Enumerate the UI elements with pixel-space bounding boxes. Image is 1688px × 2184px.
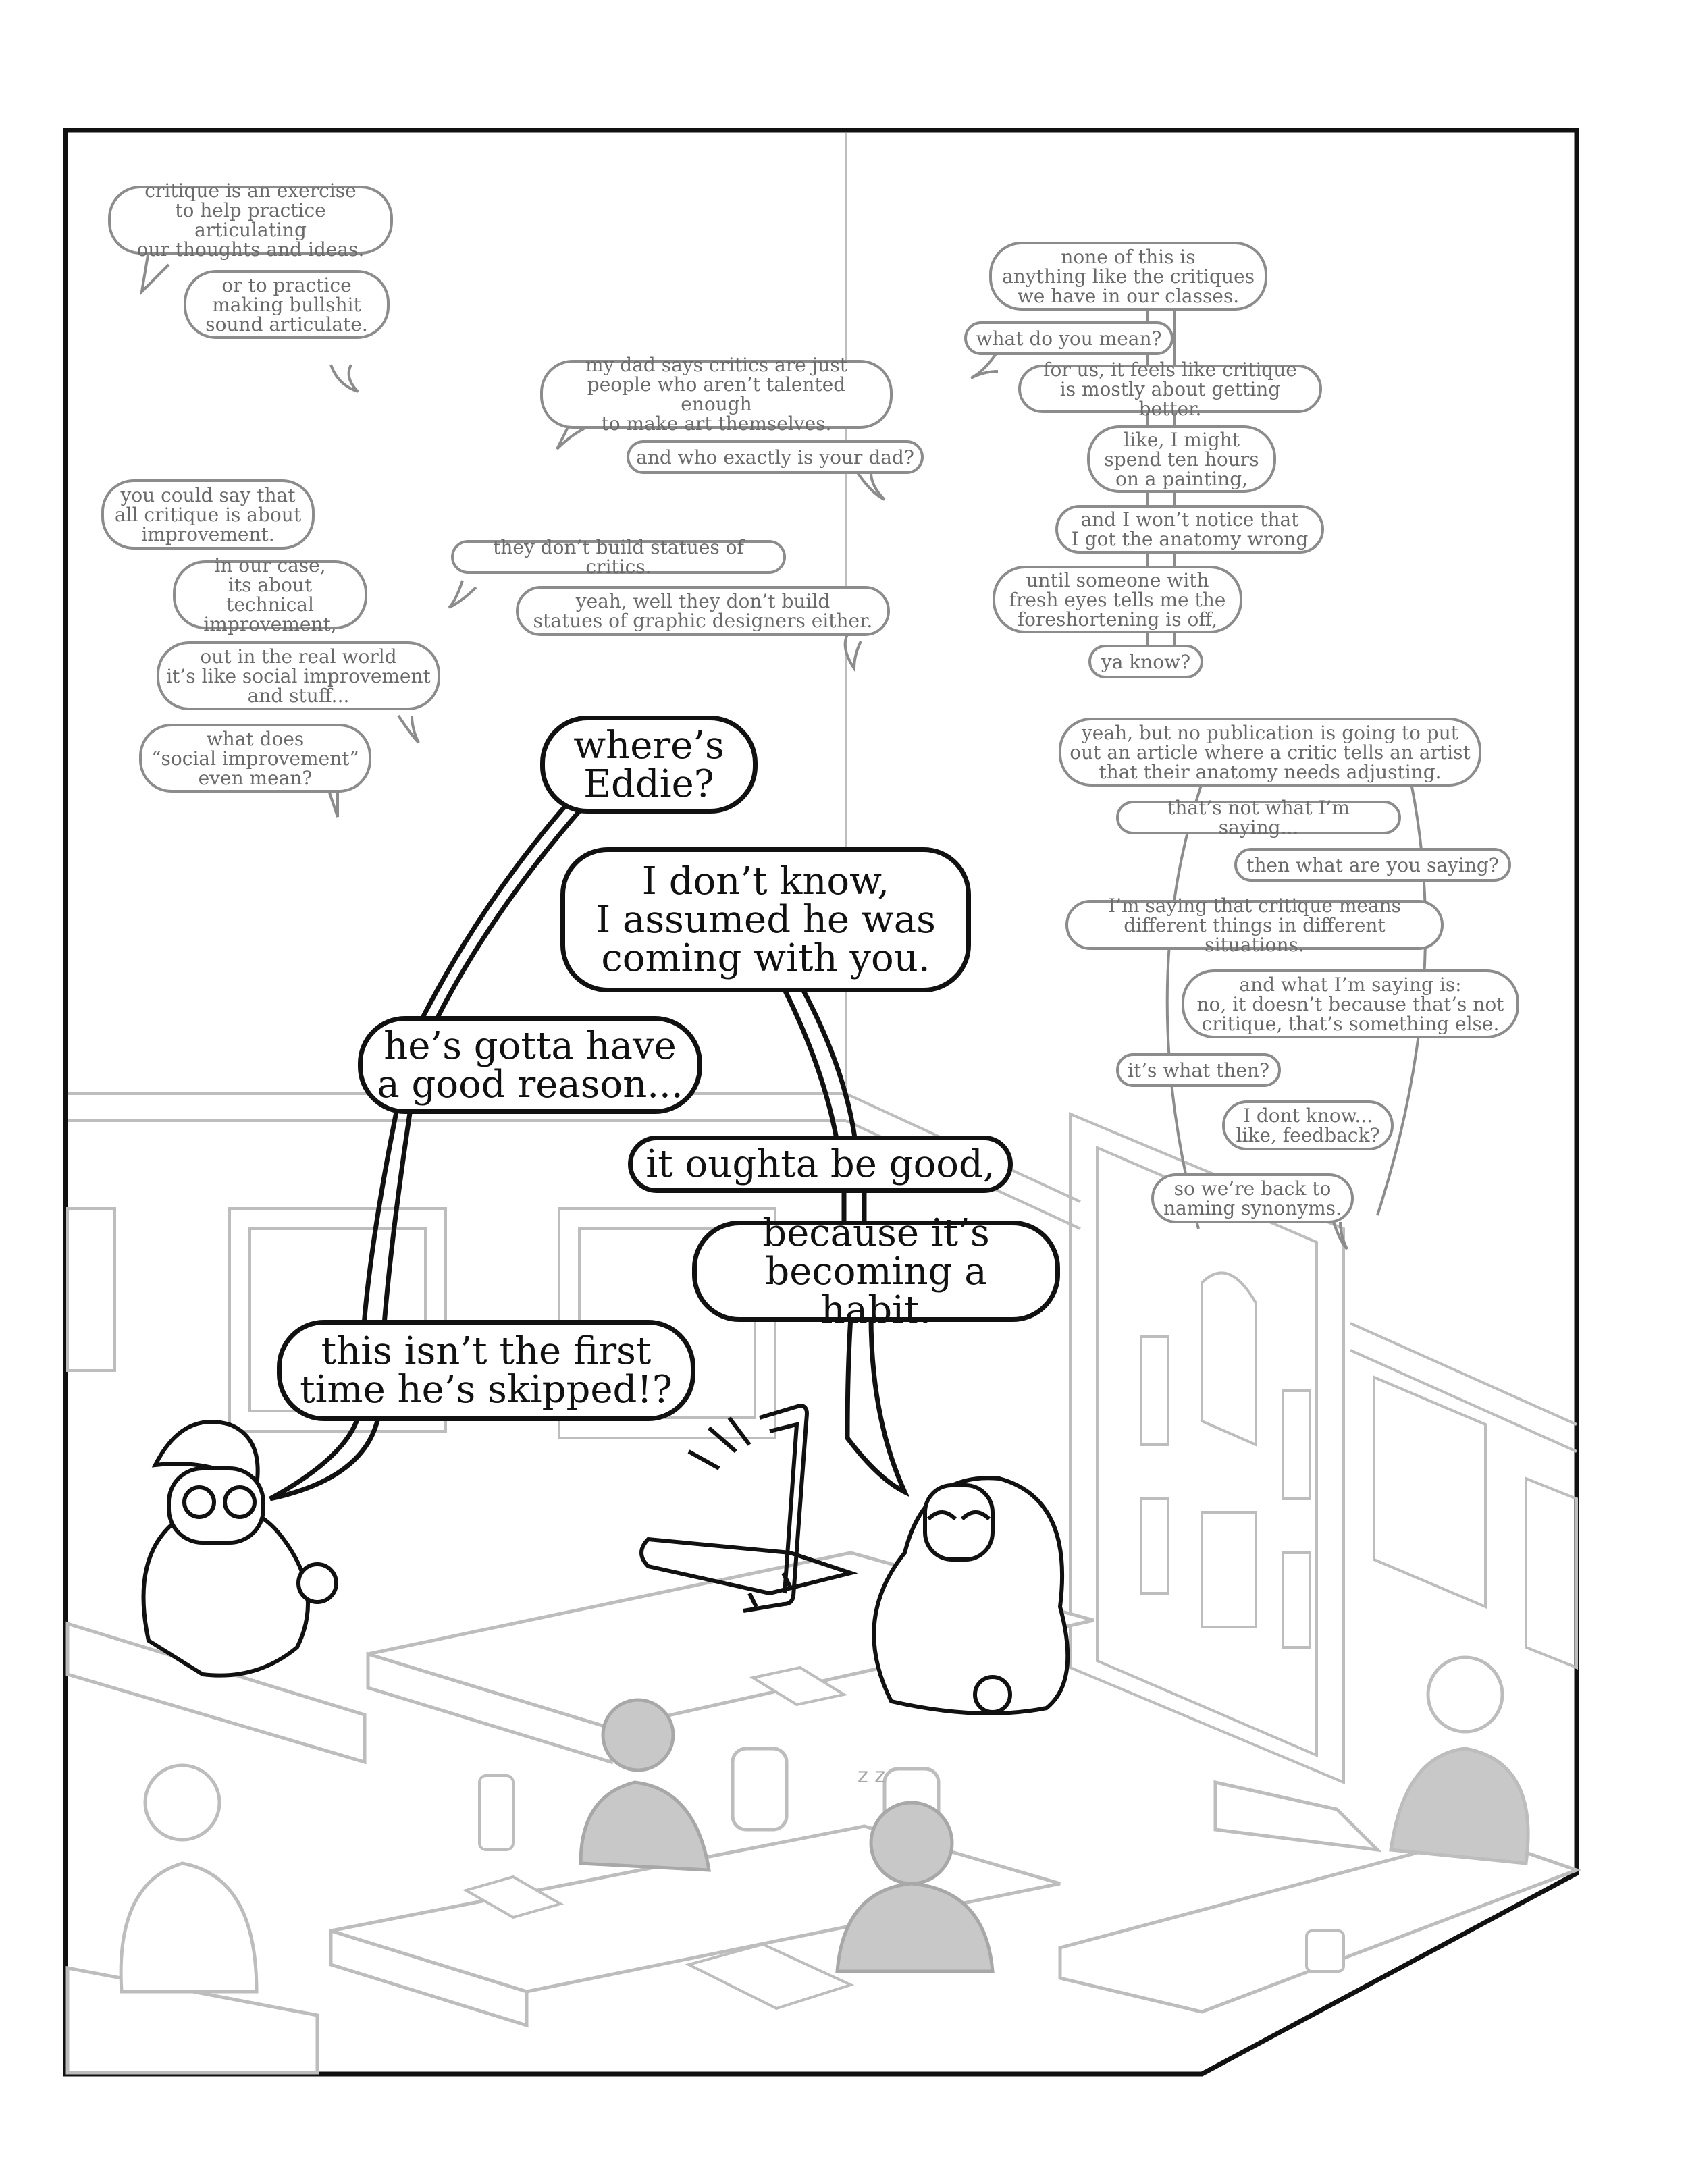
bubble-text: where’s Eddie? [573, 723, 724, 806]
bubble-text: so we’re back to naming synonyms. [1163, 1177, 1342, 1219]
bg-speech-bubble-what-does-social-mean: what does “social improvement” even mean… [139, 724, 371, 793]
bg-speech-bubble-no-publication: yeah, but no publication is going to put… [1059, 718, 1481, 787]
bubble-text: because it’s becoming a habit. [762, 1210, 990, 1332]
speech-bubble-first-time-skipped: this isn’t the first time he’s skipped!? [277, 1320, 695, 1421]
bubble-text: and I won’t notice that I got the anatom… [1071, 508, 1309, 550]
bg-speech-bubble-anatomy-wrong: and I won’t notice that I got the anatom… [1055, 505, 1324, 554]
svg-text:z z: z z [858, 1764, 885, 1788]
bubble-text: it oughta be good, [645, 1142, 995, 1186]
bubble-text: until someone with fresh eyes tells me t… [1009, 568, 1226, 631]
bubble-text: my dad says critics are just people who … [585, 354, 847, 435]
character-sleeping: z z [835, 1764, 995, 1973]
bubble-text: this isn’t the first time he’s skipped!? [300, 1329, 672, 1412]
bg-speech-bubble-who-is-dad: and who exactly is your dad? [627, 440, 924, 474]
tossed-chair [639, 1403, 858, 1613]
speech-bubble-oughta-be-good: it oughta be good, [628, 1136, 1013, 1193]
desk-props [462, 1666, 1345, 2010]
bg-speech-bubble-whats-what-then: it’s what then? [1116, 1053, 1281, 1087]
bg-speech-bubble-ya-know: ya know? [1088, 645, 1203, 678]
bg-speech-bubble-getting-better: for us, it feels like critique is mostly… [1018, 360, 1322, 419]
speech-bubble-good-reason: he’s gotta have a good reason... [358, 1016, 702, 1114]
bg-speech-bubble-all-critique: you could say that all critique is about… [101, 479, 315, 550]
speech-bubble-wheres-eddie: where’s Eddie? [540, 716, 758, 814]
bubble-text: and what I’m saying is: no, it doesn’t b… [1196, 973, 1504, 1035]
bg-speech-bubble-technical-improvement: in our case, its about technical improve… [173, 556, 367, 634]
bg-speech-bubble-statues-designers: yeah, well they don’t build statues of g… [516, 586, 890, 636]
bubble-text: in our case, its about technical improve… [203, 554, 337, 635]
bubble-text: I don’t know, I assumed he was coming wi… [596, 859, 936, 980]
bubble-text: yeah, well they don’t build statues of g… [533, 590, 873, 632]
bubble-text: and who exactly is your dad? [636, 446, 914, 469]
bubble-text: he’s gotta have a good reason... [377, 1023, 683, 1107]
bubble-text: what does “social improvement” even mean… [151, 727, 359, 789]
bg-speech-bubble-feedback: I dont know... like, feedback? [1222, 1100, 1394, 1150]
bubble-text: yeah, but no publication is going to put… [1070, 721, 1471, 783]
bubble-text: you could say that all critique is about… [114, 483, 302, 545]
character-braids [579, 1698, 711, 1872]
bg-speech-bubble-then-what: then what are you saying? [1234, 848, 1511, 882]
bubble-text: for us, it feels like critique is mostly… [1043, 358, 1297, 420]
bg-speech-bubble-dad-critics: my dad says critics are just people who … [540, 355, 893, 433]
bubble-text: none of this is anything like the critiq… [1002, 245, 1255, 307]
character-waving [1213, 1655, 1530, 1865]
bg-speech-bubble-fresh-eyes: until someone with fresh eyes tells me t… [993, 566, 1242, 633]
bubble-text: or to practice making bullshit sound art… [205, 273, 368, 336]
bubble-text: I’m saying that critique means different… [1107, 894, 1402, 956]
bg-speech-bubble-bullshit: or to practice making bullshit sound art… [184, 270, 390, 339]
bubble-text: ya know? [1101, 650, 1191, 673]
bg-speech-bubble-ten-hours: like, I might spend ten hours on a paint… [1087, 425, 1276, 493]
bg-speech-bubble-what-do-you-mean: what do you mean? [964, 321, 1173, 355]
bg-speech-bubble-social-improvement: out in the real world it’s like social i… [157, 641, 440, 710]
bg-speech-bubble-none-like-classes: none of this is anything like the critiq… [989, 242, 1267, 311]
bubble-text: out in the real world it’s like social i… [166, 645, 431, 707]
bubble-text: then what are you saying? [1246, 853, 1499, 876]
foreground-bubble-tails [269, 803, 910, 1501]
bubble-text: it’s what then? [1127, 1059, 1270, 1082]
character-hijab [119, 1763, 259, 1994]
bubble-text: like, I might spend ten hours on a paint… [1104, 428, 1259, 490]
bg-speech-bubble-something-else: and what I’m saying is: no, it doesn’t b… [1182, 969, 1519, 1038]
speech-bubble-i-dont-know: I don’t know, I assumed he was coming wi… [560, 847, 971, 992]
bubble-text: what do you mean? [976, 327, 1162, 350]
bg-speech-bubble-different-things: I’m saying that critique means different… [1065, 896, 1444, 955]
bubble-text: that’s not what I’m saying... [1167, 797, 1350, 838]
bg-speech-bubble-synonyms: so we’re back to naming synonyms. [1151, 1173, 1354, 1223]
bubble-text: critique is an exercise to help practice… [136, 180, 365, 261]
bg-speech-bubble-not-what-saying: that’s not what I’m saying... [1116, 797, 1401, 838]
character-cat-eye-glasses [872, 1476, 1070, 1715]
bubble-text: they don’t build statues of critics. [493, 536, 744, 578]
bg-speech-bubble-critique-exercise: critique is an exercise to help practice… [108, 181, 393, 259]
character-beanie-glasses [141, 1420, 338, 1678]
bubble-text: I dont know... like, feedback? [1236, 1104, 1380, 1146]
speech-bubble-becoming-habit: because it’s becoming a habit. [692, 1214, 1060, 1329]
bg-speech-bubble-statues-critics: they don’t build statues of critics. [451, 536, 786, 578]
